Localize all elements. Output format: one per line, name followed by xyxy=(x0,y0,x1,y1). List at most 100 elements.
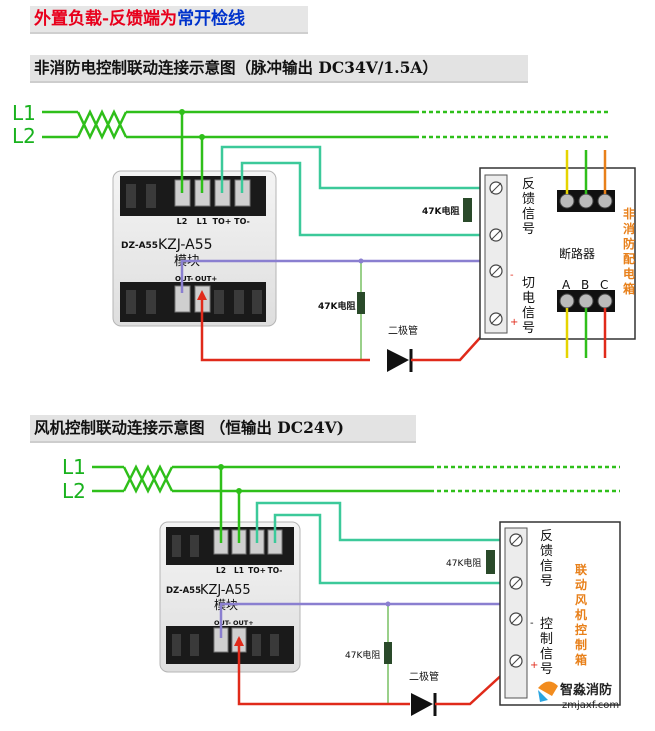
d1-out-minus: OUT- xyxy=(175,275,193,283)
d1-module: L2 L1 TO+ TO- DZ-A55 KZJ-A55 模块 OUT- OUT… xyxy=(112,170,277,327)
watermark-logo-icon xyxy=(538,681,558,702)
svg-text:馈: 馈 xyxy=(522,192,535,207)
svg-text:信: 信 xyxy=(522,306,535,321)
watermark-url: zmjaxf.com xyxy=(562,700,619,711)
d1-resistor2-label: 47K电阻 xyxy=(318,300,356,312)
d2-diode-label: 二极管 xyxy=(409,670,439,683)
svg-text:电: 电 xyxy=(522,291,535,306)
svg-text:机: 机 xyxy=(575,607,587,622)
d1-module-name: KZJ-A55 xyxy=(158,237,213,253)
svg-text:动: 动 xyxy=(575,578,587,592)
d2-feedback-label: 反 馈 信 号 xyxy=(540,529,553,589)
d2-module-name: KZJ-A55 xyxy=(200,583,251,598)
svg-text:C: C xyxy=(600,278,608,292)
d1-resistor2 xyxy=(357,258,365,360)
d1-breaker-top xyxy=(557,190,615,212)
d1-l2-label: L2 xyxy=(12,124,36,148)
watermark: 智淼消防 zmjaxf.com xyxy=(538,681,619,711)
svg-text:信: 信 xyxy=(540,559,553,574)
d2-module: L2 L1 TO+ TO- DZ-A55 KZJ-A55 模块 OUT- OUT… xyxy=(159,521,301,673)
d1-power-drops xyxy=(180,112,204,193)
d1-plus-sign: + xyxy=(510,317,518,328)
d2-plus-sign: + xyxy=(530,660,538,671)
d2-term-label: L2 xyxy=(216,566,226,575)
svg-text:号: 号 xyxy=(522,222,535,237)
d1-module-model: DZ-A55 xyxy=(121,241,158,251)
d2-feedback-wires xyxy=(255,501,517,585)
d2-out-plus: OUT+ xyxy=(233,619,254,627)
d1-abc-labels: A B C xyxy=(562,278,608,292)
d1-term-label: L1 xyxy=(197,217,208,226)
d1-term-label: TO- xyxy=(234,217,250,226)
d2-power-lines xyxy=(92,464,620,494)
d2-term-label: L1 xyxy=(234,566,244,575)
svg-text:号: 号 xyxy=(540,574,553,589)
d1-phase-wires xyxy=(565,150,607,358)
d1-l1-label: L1 xyxy=(12,101,36,125)
svg-text:电: 电 xyxy=(623,266,635,281)
d1-term-label: L2 xyxy=(177,217,188,226)
d2-term-label: TO+ xyxy=(248,566,266,575)
d1-breaker-label: 断路器 xyxy=(559,246,595,261)
d1-term-label: TO+ xyxy=(213,217,232,226)
watermark-name: 智淼消防 xyxy=(560,682,612,698)
diagram1: L1 L2 L2 L1 xyxy=(12,101,636,372)
svg-text:箱: 箱 xyxy=(623,281,635,296)
d2-box-side-label: 联 动 风 机 控 制 箱 xyxy=(575,563,587,667)
d1-out-plus-wire xyxy=(200,293,370,362)
svg-text:防: 防 xyxy=(623,236,635,251)
diagram1-header: 非消防电控制联动连接示意图（脉冲输出 DC34V/1.5A） xyxy=(30,55,528,83)
d1-out-plus: OUT+ xyxy=(195,275,217,283)
svg-text:号: 号 xyxy=(522,321,535,336)
d2-l2-label: L2 xyxy=(62,479,86,503)
title-part1: 外置负载-反馈端为 xyxy=(34,9,178,29)
d2-red-arrow-icon xyxy=(234,636,244,646)
diagram2-header: 风机控制联动连接示意图 （恒输出 DC24V) xyxy=(30,415,416,443)
title-part2: 常开检线 xyxy=(177,9,246,29)
d1-red-arrow-icon xyxy=(197,290,207,300)
d1-minus-sign: - xyxy=(510,270,514,281)
d2-power-drops xyxy=(219,467,241,543)
svg-text:反: 反 xyxy=(540,529,553,544)
svg-text:消: 消 xyxy=(623,221,635,236)
svg-text:B: B xyxy=(581,278,589,292)
d2-l1-label: L1 xyxy=(62,455,86,479)
d2-minus-sign: - xyxy=(530,618,534,629)
svg-text:配: 配 xyxy=(623,251,635,266)
d1-cut-signal-wire xyxy=(180,259,497,293)
d1-feedback-wires xyxy=(220,145,497,237)
d1-feedback-label: 反 馈 信 号 xyxy=(522,177,535,237)
d1-resistor1-label: 47K电阻 xyxy=(422,205,460,217)
d1-junctions xyxy=(179,109,205,140)
svg-text:联: 联 xyxy=(575,563,587,577)
svg-text:馈: 馈 xyxy=(540,544,553,559)
d1-power-lines xyxy=(42,109,610,140)
svg-text:信: 信 xyxy=(540,647,553,662)
svg-text:风: 风 xyxy=(575,593,587,607)
svg-text:A: A xyxy=(562,278,571,292)
d2-resistor2 xyxy=(384,601,392,704)
d2-out-minus: OUT- xyxy=(214,619,231,627)
d2-control-signal-wire xyxy=(219,602,517,638)
d1-diode-label: 二极管 xyxy=(388,324,418,337)
svg-text:控: 控 xyxy=(540,617,553,632)
d1-cut-label: 切 电 信 号 xyxy=(522,276,535,336)
d2-resistor2-label: 47K电阻 xyxy=(345,649,380,661)
svg-text:号: 号 xyxy=(540,662,553,677)
svg-text:反: 反 xyxy=(522,177,535,192)
svg-text:控: 控 xyxy=(575,622,587,637)
svg-text:非: 非 xyxy=(623,206,635,221)
d2-control-box xyxy=(486,521,621,706)
svg-text:制: 制 xyxy=(540,632,553,647)
svg-text:切: 切 xyxy=(522,276,535,291)
diagram2: L1 L2 L2 L1 xyxy=(62,455,621,716)
svg-text:信: 信 xyxy=(522,207,535,222)
d2-module-model: DZ-A55 xyxy=(166,586,201,596)
svg-text:制: 制 xyxy=(575,637,587,652)
d1-box-side-label: 非 消 防 配 电 箱 xyxy=(623,206,635,296)
d2-resistor1-label: 47K电阻 xyxy=(446,557,481,569)
svg-text:箱: 箱 xyxy=(575,652,587,667)
d2-term-label: TO- xyxy=(268,566,283,575)
d2-junctions xyxy=(218,464,242,494)
